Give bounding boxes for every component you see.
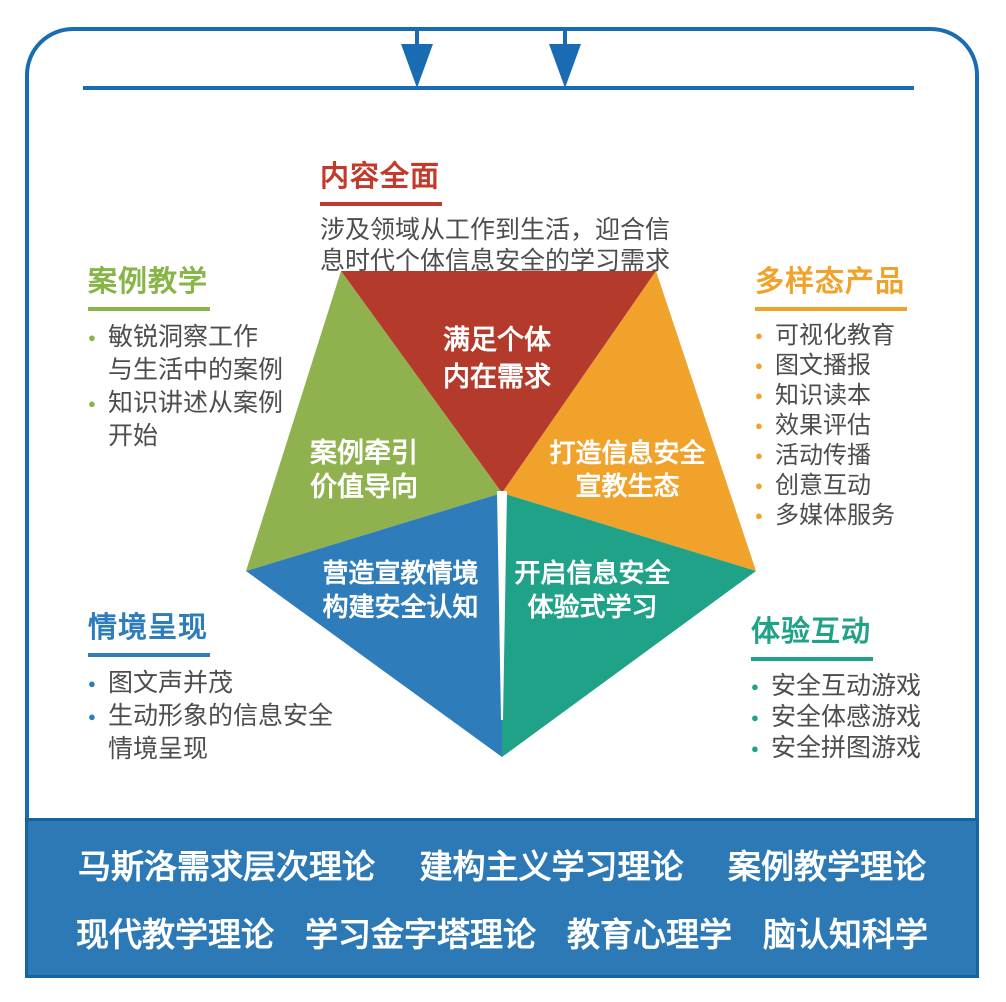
segment-label-top: 满足个体 内在需求: [443, 325, 551, 392]
down-arrow-icon: [563, 30, 567, 47]
bullet-list: 敏锐洞察工作 与生活中的案例知识讲述从案例 开始: [88, 321, 343, 453]
pentagon-segment-right: [502, 271, 756, 571]
pentagon-segment-top: [341, 271, 656, 493]
down-arrow-icon: [401, 44, 433, 88]
list-item: 活动传播: [755, 441, 970, 471]
list-item: 敏锐洞察工作 与生活中的案例: [88, 321, 343, 387]
section-title-situation: 情境呈现: [88, 604, 211, 657]
section-title-case-teaching: 案例教学: [88, 258, 211, 311]
section-interaction: 体验互动 安全互动游戏安全体感游戏安全拼图游戏: [751, 608, 986, 764]
section-content: 内容全面 涉及领域从工作到生活，迎合信 息时代个体信息安全的学习需求: [320, 153, 700, 277]
bullet-list: 可视化教育图文播报知识读本效果评估活动传播创意互动多媒体服务: [755, 321, 970, 531]
list-item: 安全互动游戏: [751, 671, 986, 702]
theory-item: 案例教学理论: [728, 848, 926, 886]
list-item: 创意互动: [755, 471, 970, 501]
list-item: 图文播报: [755, 351, 970, 381]
list-item: 多媒体服务: [755, 501, 970, 531]
list-item: 效果评估: [755, 411, 970, 441]
list-item: 知识读本: [755, 381, 970, 411]
theory-item: 脑认知科学: [763, 915, 928, 953]
section-situation: 情境呈现 图文声并茂生动形象的信息安全 情境呈现: [88, 604, 388, 766]
section-title-products: 多样态产品: [755, 258, 908, 311]
bullet-list: 图文声并茂生动形象的信息安全 情境呈现: [88, 667, 388, 766]
theory-item: 学习金字塔理论: [305, 915, 536, 953]
segment-label-right: 打造信息安全 宣教生态: [549, 438, 706, 501]
segment-label-bottom-right: 开启信息安全 体验式学习: [514, 558, 671, 622]
pentagon-segment-left: [246, 271, 502, 571]
list-item: 安全体感游戏: [751, 702, 986, 733]
section-title-content: 内容全面: [320, 153, 443, 206]
segment-label-bottom-left: 营造宣教情境 构建安全认知: [322, 558, 479, 622]
banner-row: 马斯洛需求层次理论 建构主义学习理论 案例教学理论: [28, 840, 976, 888]
segment-seam: [497, 491, 507, 720]
theory-item: 教育心理学: [567, 915, 732, 953]
list-item: 知识讲述从案例 开始: [88, 387, 343, 453]
theory-banner: 马斯洛需求层次理论 建构主义学习理论 案例教学理论 现代教学理论学习金字塔理论教育心…: [25, 818, 979, 978]
top-divider-line: [83, 86, 914, 90]
pentagon-segment-bottom-right: [502, 493, 756, 757]
down-arrow-icon: [549, 44, 581, 88]
theory-item: 现代教学理论: [76, 915, 274, 953]
segment-label-left: 案例牵引 价值导向: [310, 438, 418, 502]
theory-item: 马斯洛需求层次理论: [78, 848, 375, 886]
down-arrow-icon: [415, 30, 419, 47]
list-item: 安全拼图游戏: [751, 733, 986, 764]
banner-row: 现代教学理论学习金字塔理论教育心理学脑认知科学: [28, 908, 976, 956]
section-products: 多样态产品 可视化教育图文播报知识读本效果评估活动传播创意互动多媒体服务: [755, 258, 970, 531]
list-item: 可视化教育: [755, 321, 970, 351]
theory-item: 建构主义学习理论: [419, 848, 684, 886]
list-item: 图文声并茂: [88, 667, 388, 700]
pentagon-segment-bottom-left: [246, 493, 502, 757]
bullet-list: 安全互动游戏安全体感游戏安全拼图游戏: [751, 671, 986, 764]
list-item: 生动形象的信息安全 情境呈现: [88, 700, 388, 766]
section-description: 涉及领域从工作到生活，迎合信 息时代个体信息安全的学习需求: [320, 216, 671, 275]
section-title-interaction: 体验互动: [751, 608, 874, 661]
section-case-teaching: 案例教学 敏锐洞察工作 与生活中的案例知识讲述从案例 开始: [88, 258, 343, 453]
